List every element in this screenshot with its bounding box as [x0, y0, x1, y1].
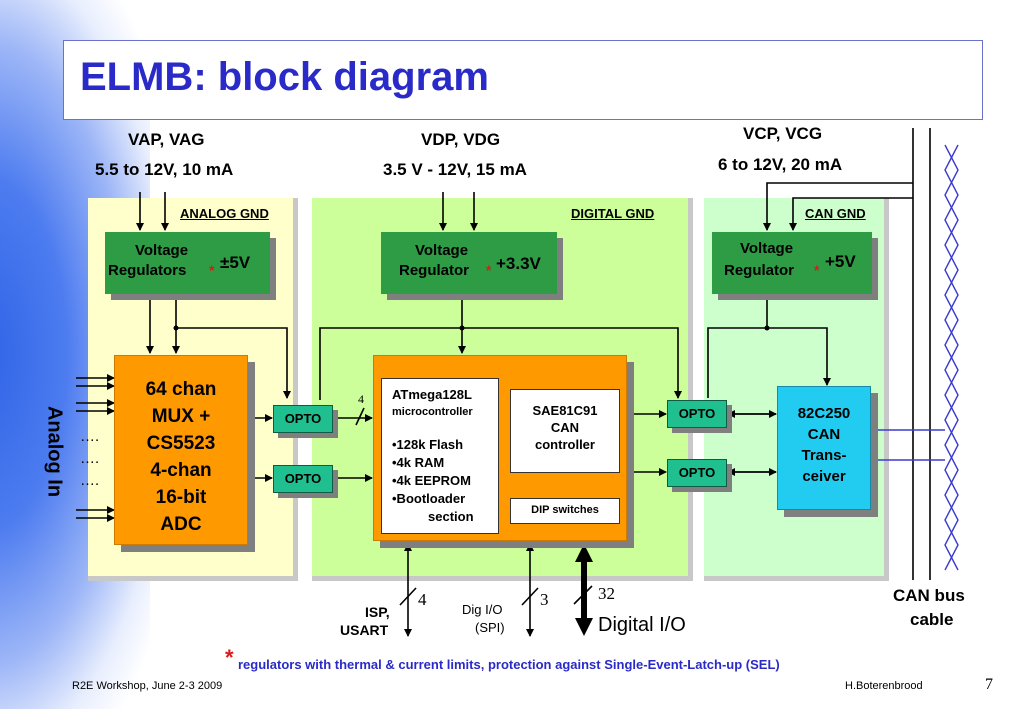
opto-analog-1: OPTO [273, 405, 333, 433]
can-transceiver-block: 82C250 CAN Trans- ceiver [777, 386, 871, 510]
adc-line-6: ADC [160, 514, 202, 535]
can-supply-name: VCP, VCG [743, 124, 823, 143]
title-box: ELMB: block diagram [63, 40, 983, 120]
can-bus-cable-label-1: CAN bus [893, 586, 965, 605]
digital-voltage-regulator: Voltage Regulator * +3.3V [381, 232, 557, 294]
analog-supply-range: 5.5 to 12V, 10 mA [95, 160, 234, 179]
digital-gnd-label: DIGITAL GND [571, 206, 655, 221]
analog-supply-name: VAP, VAG [128, 130, 205, 149]
can-regulator-star: * [814, 262, 820, 278]
analog-in-dots-2: …. [80, 450, 100, 467]
mcu-type: microcontroller [392, 406, 473, 418]
can-voltage-regulator: Voltage Regulator * +5V [712, 232, 872, 294]
can-regulator-line1: Voltage [740, 240, 794, 257]
digital-io-label: Digital I/O [598, 614, 686, 636]
opto-bus-width: 4 [358, 392, 364, 406]
digital-regulator-star: * [486, 262, 492, 278]
adc-block: 64 chan MUX + CS5523 4-chan 16-bit ADC [114, 355, 248, 545]
opto-can-1: OPTO [667, 400, 727, 428]
analog-regulator-voltage: ±5V [220, 253, 251, 272]
isp-label-2: USART [340, 622, 389, 638]
can-regulator-voltage: +5V [825, 252, 856, 271]
transceiver-line-4: ceiver [802, 468, 846, 485]
adc-line-2: MUX + [151, 406, 211, 427]
analog-voltage-regulators: Voltage Regulators * ±5V [105, 232, 270, 294]
digital-regulator-line1: Voltage [415, 242, 469, 259]
adc-line-1: 64 chan [145, 379, 217, 400]
analog-in-dots-1: …. [80, 428, 100, 445]
mcu-feature-ram: •4k RAM [392, 455, 445, 470]
footer-left: R2E Workshop, June 2-3 2009 [72, 680, 223, 692]
footnote-star: * [225, 645, 234, 670]
can-controller-line-1: SAE81C91 [532, 403, 598, 418]
dig-bus-width: 3 [540, 590, 549, 609]
opto-analog-2: OPTO [273, 465, 333, 493]
can-bus-cable-label-2: cable [910, 610, 954, 629]
adc-line-5: 16-bit [155, 487, 207, 508]
footer-right: H.Boterenbrood [845, 680, 923, 692]
can-controller-box: SAE81C91 CAN controller [510, 389, 620, 473]
transceiver-line-2: CAN [807, 426, 841, 443]
mcu-feature-flash: •128k Flash [392, 437, 464, 452]
analog-regulator-line2: Regulators [108, 262, 187, 279]
digital-supply-name: VDP, VDG [421, 130, 501, 149]
transceiver-line-1: 82C250 [797, 405, 851, 422]
isp-bus-width: 4 [418, 590, 427, 609]
mcu-feature-bootloader-cont: section [428, 509, 474, 524]
dig-io-label-1: Dig I/O [462, 602, 503, 617]
can-controller-line-3: controller [535, 437, 595, 452]
microcontroller-block: ATmega128L microcontroller •128k Flash •… [373, 355, 627, 541]
mcu-feature-bootloader: •Bootloader [392, 491, 466, 506]
analog-in-dots-3: …. [80, 472, 100, 489]
dip-switches-box: DIP switches [510, 498, 620, 524]
adc-line-3: CS5523 [146, 433, 216, 454]
digital-regulator-voltage: +3.3V [496, 254, 541, 273]
can-regulator-line2: Regulator [724, 262, 795, 279]
analog-regulator-star: * [209, 262, 215, 278]
mcu-name: ATmega128L [392, 387, 472, 402]
analog-in-label: Analog In [43, 405, 66, 498]
can-controller-line-2: CAN [550, 420, 580, 435]
opto-can-2: OPTO [667, 459, 727, 487]
atmega-box: ATmega128L microcontroller •128k Flash •… [381, 378, 499, 534]
slide-title: ELMB: block diagram [80, 55, 489, 99]
analog-regulator-line1: Voltage [135, 242, 189, 259]
transceiver-line-3: Trans- [801, 447, 847, 464]
mcu-feature-eeprom: •4k EEPROM [392, 473, 471, 488]
digital-io-bus-width: 32 [598, 584, 615, 603]
page-number: 7 [985, 676, 993, 693]
footnote-text: regulators with thermal & current limits… [238, 657, 780, 672]
can-supply-range: 6 to 12V, 20 mA [718, 155, 843, 174]
digital-supply-range: 3.5 V - 12V, 15 mA [383, 160, 527, 179]
can-gnd-label: CAN GND [805, 206, 866, 221]
dip-switches-label: DIP switches [531, 504, 599, 516]
analog-gnd-label: ANALOG GND [180, 206, 269, 221]
digital-regulator-line2: Regulator [399, 262, 470, 279]
dig-io-label-2: (SPI) [475, 620, 505, 635]
isp-label-1: ISP, [365, 604, 390, 620]
adc-line-4: 4-chan [150, 460, 212, 481]
